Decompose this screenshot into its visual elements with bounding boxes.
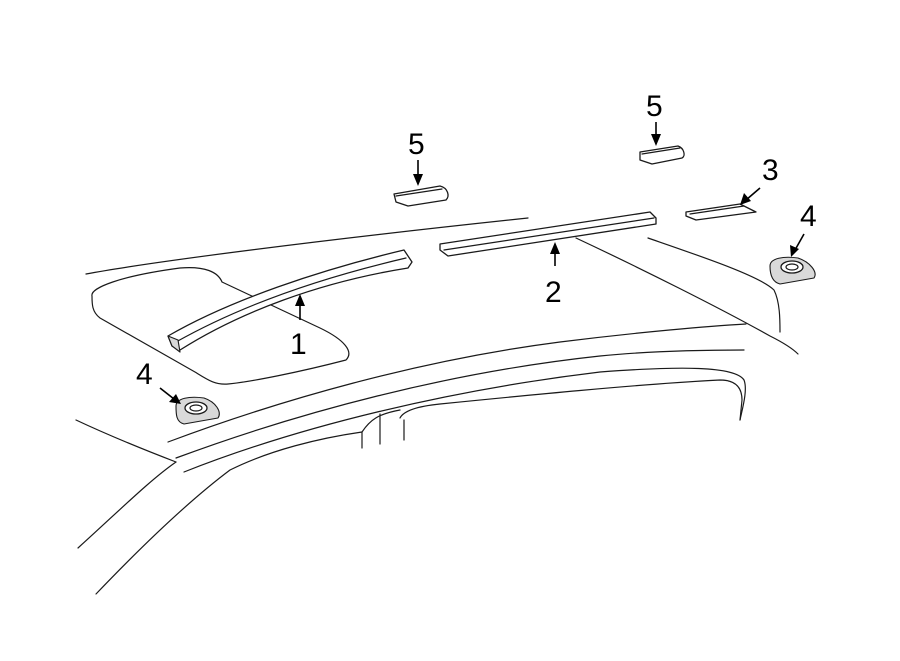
callout-1: 1 <box>290 328 307 361</box>
callout-5-right: 5 <box>646 90 663 123</box>
callout-5-left: 5 <box>408 128 425 161</box>
callout-4-right: 4 <box>800 200 817 233</box>
callout-2: 2 <box>545 276 562 309</box>
part-1-front-roof-rail <box>167 249 413 353</box>
callout-arrows <box>159 122 805 404</box>
callout-4-left: 4 <box>136 358 153 391</box>
part-4-left-rack-foot <box>175 396 220 425</box>
part-2-rear-roof-rail <box>439 211 657 257</box>
callout-3: 3 <box>762 154 779 187</box>
part-5-left-end-cap <box>393 185 449 207</box>
part-5-right-end-cap <box>639 145 685 165</box>
part-3-rail-end-cover <box>685 203 757 221</box>
vehicle-roof-outline <box>75 217 799 595</box>
part-4-right-rack-foot <box>769 256 816 285</box>
